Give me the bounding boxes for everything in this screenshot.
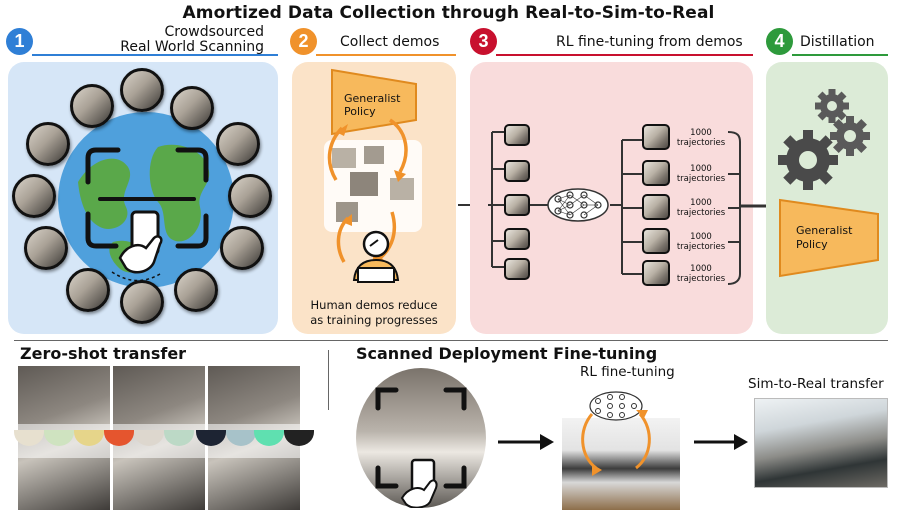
scan-thumbnail xyxy=(120,280,164,324)
panel-collect-demos: Generalist Policy Human demos reduce as … xyxy=(292,62,456,334)
scene-photo xyxy=(642,260,670,286)
bowl xyxy=(164,430,194,446)
step-2-number: 2 xyxy=(290,28,317,55)
tree-branches-right xyxy=(621,131,741,285)
distilled-policy-label: Generalist Policy xyxy=(796,224,853,251)
phone-scan-icon xyxy=(111,210,163,282)
bowl xyxy=(196,430,226,446)
step-1-number: 1 xyxy=(6,28,33,55)
scan-thumbnail xyxy=(174,268,218,312)
step-2-header: 2 Collect demos xyxy=(290,26,456,56)
bowl xyxy=(44,430,74,446)
scene-photo xyxy=(504,228,530,250)
scene-photo xyxy=(642,228,670,254)
real-deployment-photo xyxy=(754,398,888,488)
scanned-deployment-title: Scanned Deployment Fine-tuning xyxy=(356,344,658,363)
scan-thumbnail xyxy=(220,226,264,270)
finetune-loop-illustration xyxy=(581,391,651,476)
scan-thumbnail xyxy=(228,174,272,218)
panel-distillation: Generalist Policy xyxy=(766,62,888,334)
sim-scene-thumb xyxy=(336,202,358,222)
arrow-right xyxy=(498,434,554,450)
step-1-underline xyxy=(32,54,278,56)
sim-scene-thumb xyxy=(364,146,384,164)
step-3-underline xyxy=(496,54,753,56)
sim-scene-thumb xyxy=(390,178,414,200)
sim-scene-thumb xyxy=(332,148,356,168)
bowl xyxy=(134,430,164,446)
rl-tree-illustration xyxy=(488,131,741,285)
person-laptop-icon xyxy=(352,230,400,283)
panel-scanning xyxy=(8,62,278,334)
scan-thumbnail xyxy=(26,122,70,166)
bowl xyxy=(254,430,284,446)
policy-trapezoid xyxy=(779,198,879,278)
scan-brackets xyxy=(85,147,209,249)
step-3-header: 3 RL fine-tuning from demos xyxy=(470,26,753,56)
step-3-number: 3 xyxy=(470,28,497,55)
step-4-label: Distillation xyxy=(800,34,875,50)
step-4-underline xyxy=(792,54,888,56)
scene-photo xyxy=(642,160,670,186)
scan-frame-icon xyxy=(375,387,467,508)
vertical-divider xyxy=(328,350,329,410)
policy-label: Generalist Policy xyxy=(344,92,401,118)
bowl xyxy=(226,430,256,446)
zero-shot-title: Zero-shot transfer xyxy=(20,344,187,363)
scan-thumbnail xyxy=(216,122,260,166)
scene-photo xyxy=(504,124,530,146)
step-1-label-line2: Real World Scanning xyxy=(120,39,264,55)
policy-trapezoid xyxy=(331,68,417,136)
distillation-illustration xyxy=(778,89,879,278)
neural-net-icon xyxy=(547,188,609,222)
neural-net-icon xyxy=(589,391,643,421)
sim-scene-thumb xyxy=(350,172,378,196)
sim-to-real-label: Sim-to-Real transfer xyxy=(748,376,884,392)
rl-finetuning-label: RL fine-tuning xyxy=(580,364,675,380)
step-1-label: Crowdsourced Real World Scanning xyxy=(120,25,264,55)
globe-illustration xyxy=(58,112,234,288)
scene-photo xyxy=(504,160,530,182)
scene-photo xyxy=(504,258,530,280)
bowl xyxy=(74,430,104,446)
step-2-label: Collect demos xyxy=(340,34,440,50)
step-2-underline xyxy=(316,54,456,56)
scan-thumbnail xyxy=(120,68,164,112)
bowl xyxy=(14,430,44,446)
gear-icon xyxy=(778,130,838,190)
page-title: Amortized Data Collection through Real-t… xyxy=(182,3,715,23)
demo-loop-illustration xyxy=(324,68,422,283)
step-1-label-line1: Crowdsourced xyxy=(164,24,264,40)
scan-thumbnail xyxy=(170,86,214,130)
tree-branches-left xyxy=(488,131,622,268)
step-1-header: 1 Crowdsourced Real World Scanning xyxy=(6,25,278,56)
step-4-number: 4 xyxy=(766,28,793,55)
bowl xyxy=(284,430,314,446)
step-3-label: RL fine-tuning from demos xyxy=(556,34,743,50)
scan-thumbnail xyxy=(66,268,110,312)
gear-icon xyxy=(830,116,870,156)
gear-icon xyxy=(815,89,849,123)
scene-photo xyxy=(642,124,670,150)
scene-photo xyxy=(504,194,530,216)
arrow-right xyxy=(694,434,748,450)
scene-photo xyxy=(642,194,670,220)
step-4-header: 4 Distillation xyxy=(766,26,888,56)
scan-thumbnail xyxy=(12,174,56,218)
scan-thumbnail xyxy=(70,84,114,128)
section-divider xyxy=(14,340,888,341)
phone-scan-icon xyxy=(400,458,438,508)
demo-caption: Human demos reduce as training progresse… xyxy=(310,298,438,327)
scan-thumbnail xyxy=(24,226,68,270)
bowl xyxy=(104,430,134,446)
